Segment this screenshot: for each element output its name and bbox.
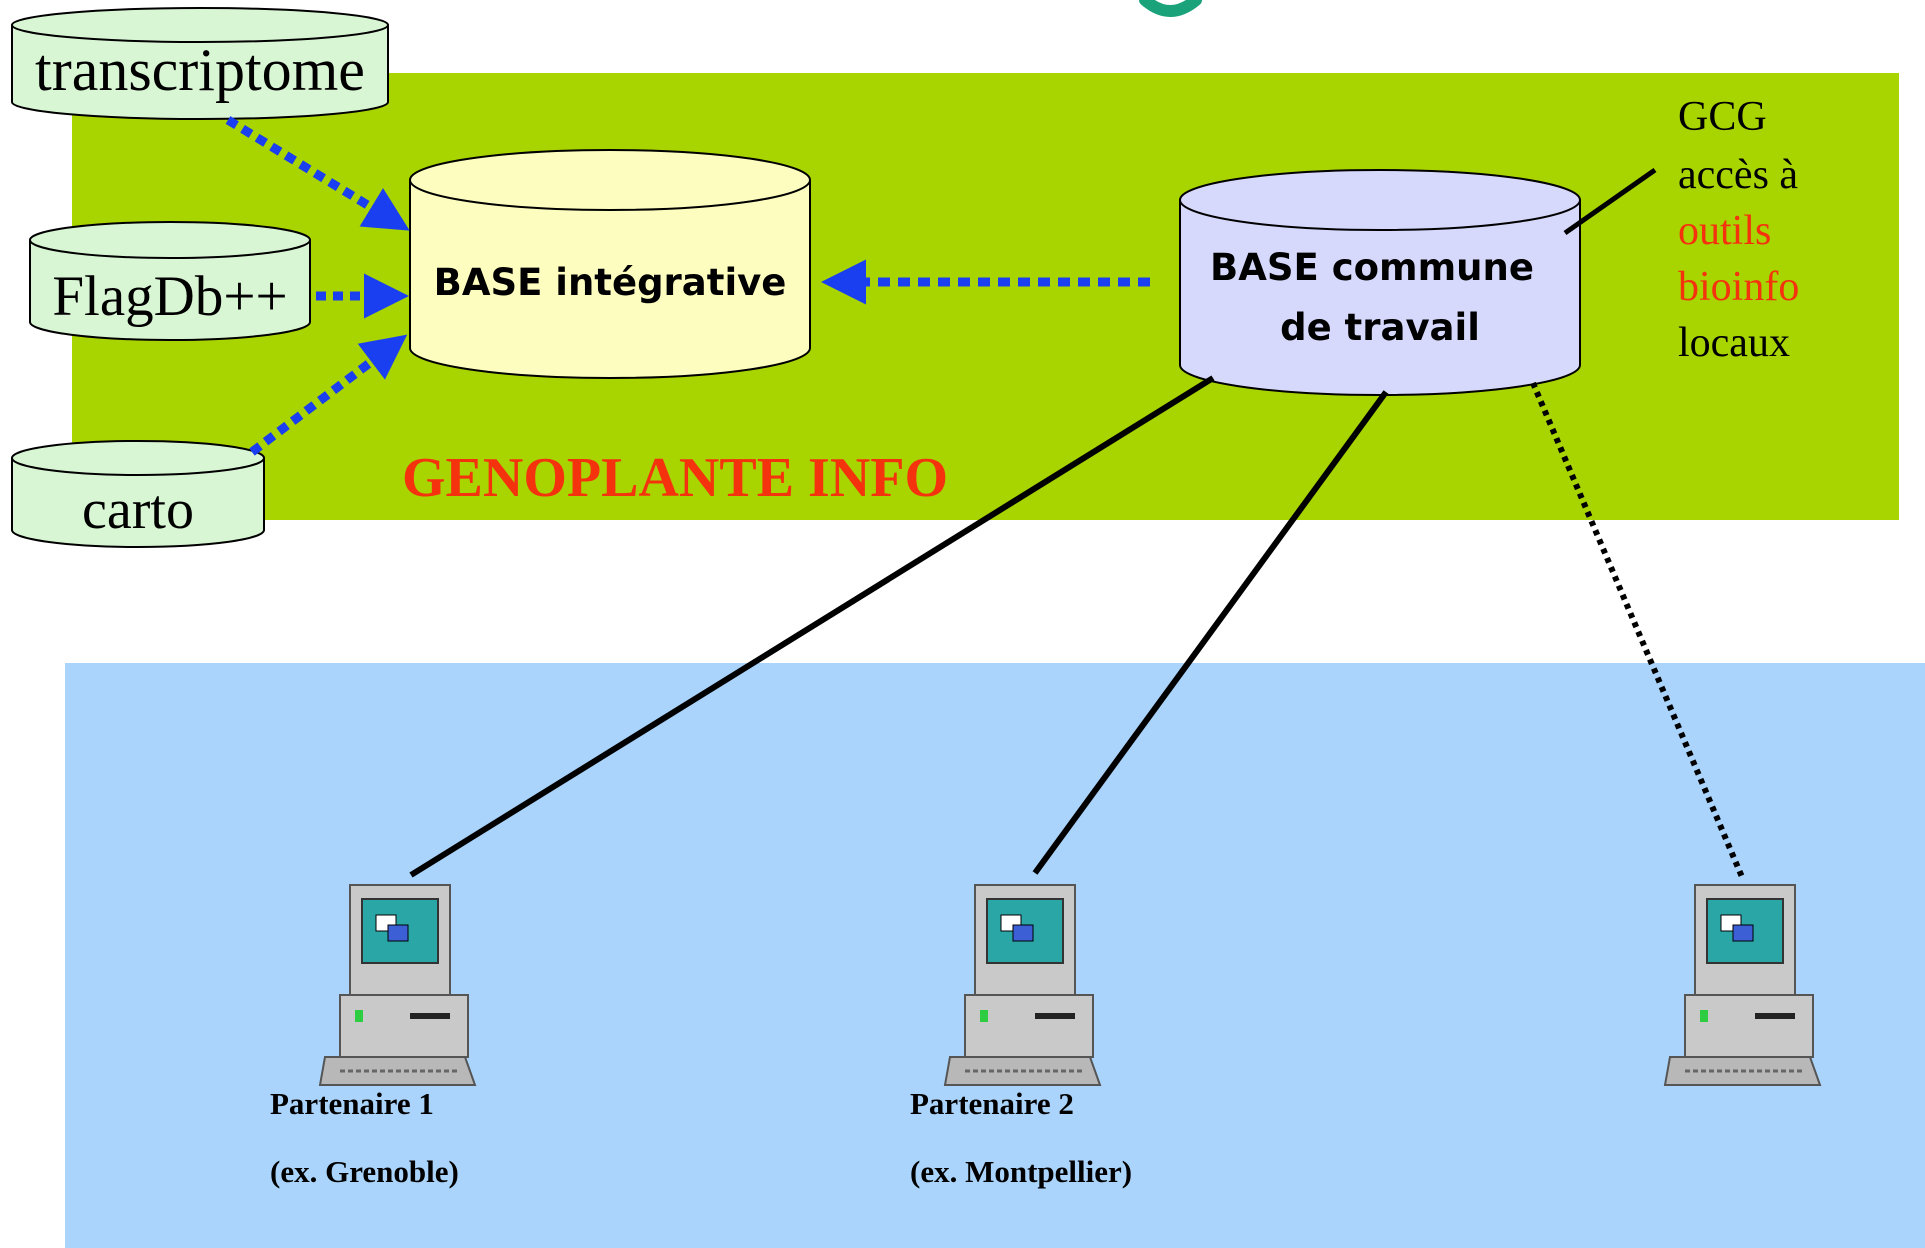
gcg-note-line2: accès à <box>1678 152 1798 198</box>
db-carto-label: carto <box>82 479 194 541</box>
arrow-carto-to-integrative <box>249 334 408 456</box>
link-commune-partner2 <box>1032 390 1389 875</box>
db-carto: carto <box>11 440 265 548</box>
gcg-note: GCG accès à outils bioinfo locaux <box>1678 94 1810 366</box>
computer-icon-partner3 <box>1663 884 1822 1086</box>
db-base-commune: BASE commune de travail <box>1179 169 1581 396</box>
computer-icon-partner2 <box>943 884 1102 1086</box>
db-base-commune-label-line1: BASE commune <box>1210 246 1534 289</box>
db-base-commune-label-line2: de travail <box>1280 306 1480 349</box>
partial-title-glyph <box>1139 0 1202 17</box>
db-flagdb: FlagDb++ <box>29 221 311 341</box>
partner2-name: Partenaire 2 <box>910 1086 1074 1121</box>
gcg-note-line5: locaux <box>1678 320 1790 366</box>
db-base-integrative: BASE intégrative <box>409 149 811 379</box>
genoplante-label: GENOPLANTE INFO <box>402 447 948 509</box>
gcg-note-line4: bioinfo <box>1678 264 1799 310</box>
partner1-example: (ex. Grenoble) <box>270 1154 459 1189</box>
computer-icon-partner1 <box>318 884 477 1086</box>
db-transcriptome: transcriptome <box>11 7 389 120</box>
db-flagdb-label: FlagDb++ <box>52 265 287 328</box>
db-transcriptome-label: transcriptome <box>35 37 365 103</box>
gcg-note-line1: GCG <box>1678 94 1767 140</box>
gcg-note-line3: outils <box>1678 208 1771 254</box>
partner2-example: (ex. Montpellier) <box>910 1154 1132 1189</box>
gcg-pointer-line <box>1563 167 1657 236</box>
genoplante-region <box>72 73 1899 520</box>
link-commune-partner1 <box>409 375 1215 878</box>
partner1-name: Partenaire 1 <box>270 1086 434 1121</box>
db-base-integrative-label: BASE intégrative <box>434 261 787 304</box>
